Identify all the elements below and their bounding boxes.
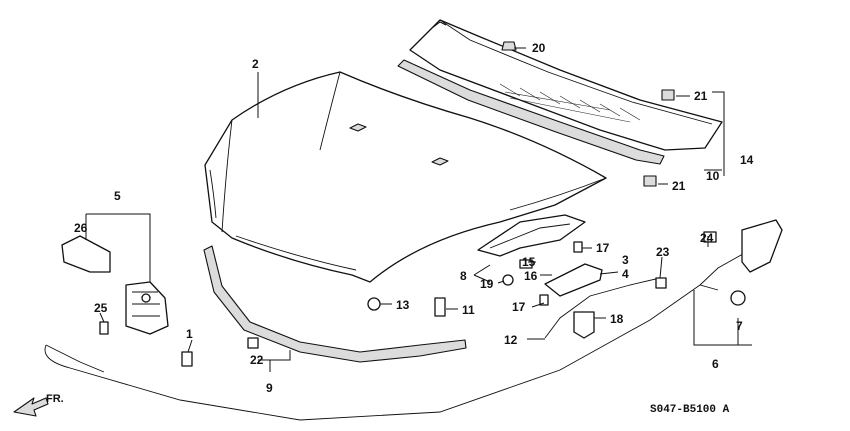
bolt-17a	[573, 241, 583, 253]
callout-15: 15	[522, 255, 536, 269]
callout-24: 24	[700, 231, 714, 245]
grommet-7	[730, 290, 746, 306]
callout-9: 9	[266, 381, 273, 395]
callout-13: 13	[396, 298, 410, 312]
direction-label: FR.	[46, 393, 64, 405]
callout-1: 1	[186, 327, 193, 341]
leader-lines	[85, 47, 752, 372]
hood-opener-lever	[741, 219, 783, 273]
fastener-clip-20	[501, 41, 517, 51]
front-direction-arrow-icon	[13, 397, 49, 417]
hood-front-seal	[203, 245, 467, 363]
fastener-clip-21a	[661, 89, 675, 101]
callout-3: 3	[622, 253, 629, 267]
callout-19: 19	[480, 277, 494, 291]
callout-20: 20	[532, 41, 546, 55]
callout-25: 25	[94, 301, 108, 315]
hood-panel	[204, 71, 607, 283]
hood-insulator-bracket	[477, 214, 586, 257]
bolt-25	[99, 321, 109, 335]
callout-12: 12	[504, 333, 518, 347]
fastener-clip-21b	[643, 175, 657, 187]
fastener-13	[367, 297, 381, 311]
hood-lock-assembly	[125, 281, 169, 335]
callout-26: 26	[74, 221, 88, 235]
callout-21a: 21	[694, 89, 708, 103]
hood-hinge	[544, 263, 603, 297]
bumper-11	[434, 297, 446, 317]
callout-5: 5	[114, 189, 121, 203]
callout-16: 16	[524, 269, 538, 283]
bolt-17b	[539, 294, 549, 306]
nut-19	[502, 274, 514, 286]
grommet-23	[655, 277, 667, 289]
callout-17a: 17	[596, 241, 610, 255]
hood-support-rod	[544, 277, 661, 339]
callout-7: 7	[736, 319, 743, 333]
cowl-seal-strip	[397, 59, 665, 165]
support-rod-holder	[573, 311, 595, 339]
callout-2: 2	[252, 57, 259, 71]
clip-1	[181, 351, 193, 367]
callout-21b: 21	[672, 179, 686, 193]
callout-8: 8	[460, 269, 467, 283]
callout-6: 6	[712, 357, 719, 371]
callout-11: 11	[462, 303, 475, 317]
callout-17b: 17	[512, 300, 526, 314]
cowl-top-panel	[409, 19, 723, 151]
callout-23: 23	[656, 245, 670, 259]
diagram-code: S047-B5100 A	[650, 404, 730, 416]
callout-4: 4	[622, 267, 629, 281]
callout-10: 10	[706, 169, 720, 183]
callout-14: 14	[740, 153, 754, 167]
clip-15	[519, 259, 533, 269]
clip-24	[703, 231, 717, 243]
lock-bracket-plate	[61, 235, 111, 273]
callout-22: 22	[250, 353, 264, 367]
clip-22	[247, 337, 259, 349]
callout-18: 18	[610, 312, 624, 326]
